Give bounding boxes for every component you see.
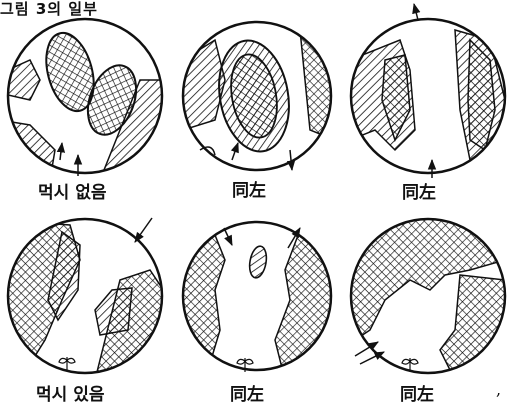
caption-panel-4: 먹시 있음 xyxy=(36,380,104,405)
caption-panel-6: 同左 xyxy=(400,380,434,405)
panel-1 xyxy=(0,19,175,180)
panel-4 xyxy=(0,218,170,380)
arrow xyxy=(60,143,62,160)
panel-5 xyxy=(183,222,335,380)
panel-2 xyxy=(183,22,335,170)
caption-panel-5: 同左 xyxy=(230,380,264,405)
arrow xyxy=(414,4,418,20)
caption-panel-3: 同左 xyxy=(402,178,436,203)
arrow xyxy=(232,143,238,160)
panel-3 xyxy=(350,4,505,178)
caption-panel-1: 먹시 없음 xyxy=(38,178,106,203)
arrow xyxy=(224,228,232,245)
arrow xyxy=(135,218,152,242)
svg-text:,: , xyxy=(496,380,501,399)
panel-6: , xyxy=(350,219,505,399)
caption-panel-2: 同左 xyxy=(232,176,266,201)
arrow xyxy=(290,150,292,170)
